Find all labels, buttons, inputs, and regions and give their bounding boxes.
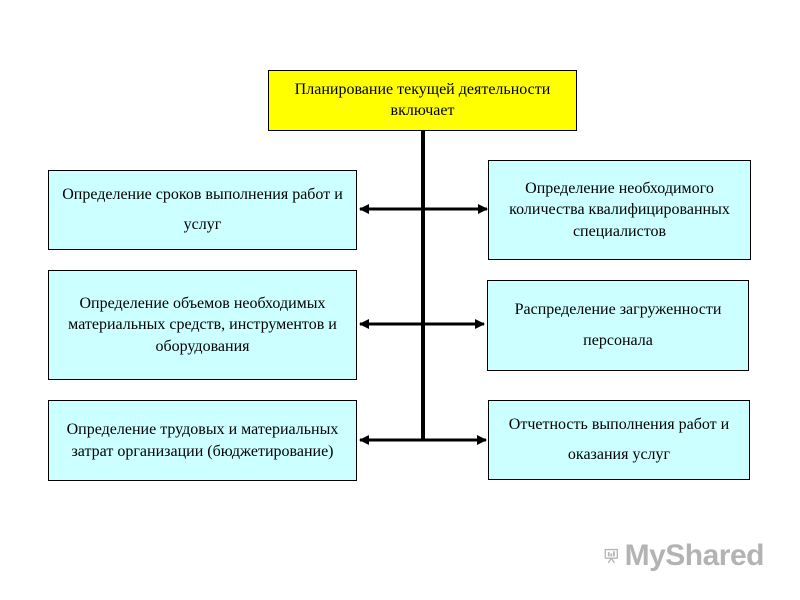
presentation-board-icon xyxy=(604,548,618,564)
node-deadlines-label: Определение сроков выполнения работ и ус… xyxy=(62,185,343,233)
node-material-volumes: Определение объемов необходимых материал… xyxy=(48,270,357,380)
node-budgeting-label: Определение трудовых и материальных затр… xyxy=(66,420,339,460)
root-node: Планирование текущей деятельности включа… xyxy=(268,70,577,131)
root-node-label: Планирование текущей деятельности включа… xyxy=(294,80,551,119)
node-budgeting: Определение трудовых и материальных затр… xyxy=(48,400,357,481)
watermark-logo: MyShared xyxy=(604,536,765,576)
watermark-text: MyShared xyxy=(624,539,765,572)
node-reporting: Отчетность выполнения работ и оказания у… xyxy=(488,400,750,480)
node-deadlines: Определение сроков выполнения работ и ус… xyxy=(48,170,357,250)
node-reporting-label: Отчетность выполнения работ и оказания у… xyxy=(508,415,730,463)
node-workload-label: Распределение загруженности персонала xyxy=(514,301,722,349)
node-material-volumes-label: Определение объемов необходимых материал… xyxy=(68,294,337,355)
node-specialists-label: Определение необходимого количества квал… xyxy=(509,179,730,240)
node-specialists: Определение необходимого количества квал… xyxy=(488,160,751,260)
node-workload: Распределение загруженности персонала xyxy=(487,280,749,371)
